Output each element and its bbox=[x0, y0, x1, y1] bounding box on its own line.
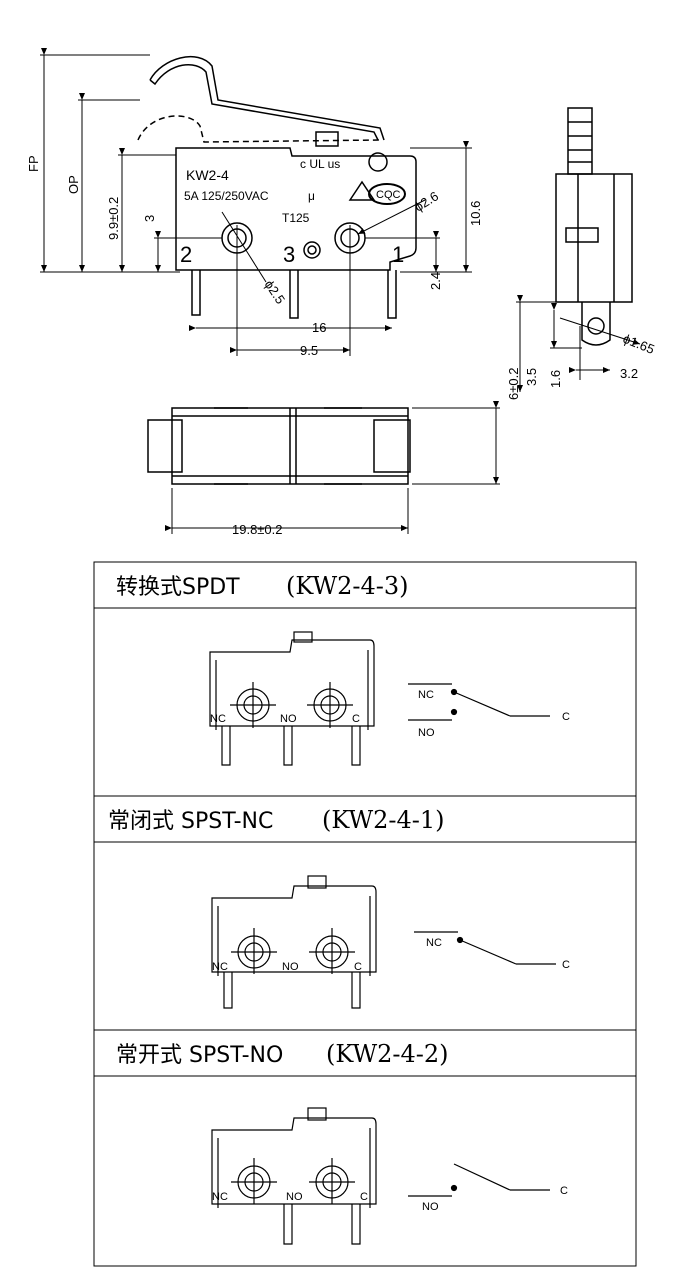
section-3-schematic-no: NO bbox=[422, 1201, 439, 1213]
dim-3: 3 bbox=[142, 215, 157, 222]
section-1-schematic-nc: NC bbox=[418, 689, 434, 701]
section-2-schematic-nc: NC bbox=[426, 937, 442, 949]
section-2-schematic bbox=[414, 931, 556, 965]
section-2-c-label: C bbox=[354, 961, 362, 973]
dim-side-6: 6±0.2 bbox=[506, 368, 521, 400]
dim-9-9: 9.9±0.2 bbox=[106, 197, 121, 240]
lever bbox=[149, 56, 385, 141]
warning-triangle-icon bbox=[348, 180, 376, 201]
dim-19-8: 19.8±0.2 bbox=[232, 522, 283, 537]
section-3-no-label: NO bbox=[286, 1191, 303, 1203]
model-label: KW2-4 bbox=[186, 167, 229, 183]
wiring-table bbox=[93, 561, 637, 1267]
lever-operated bbox=[137, 115, 381, 143]
dim-op: OP bbox=[66, 175, 81, 194]
section-3-schematic bbox=[408, 1163, 550, 1197]
section-2-nc-label: NC bbox=[212, 961, 228, 973]
section-2-switch bbox=[211, 875, 377, 1009]
section-3-c-label: C bbox=[360, 1191, 368, 1203]
bottom-view bbox=[147, 407, 411, 485]
section-1-title-pn: (KW2-4-3) bbox=[286, 572, 409, 600]
terminal-3-label: 3 bbox=[283, 242, 295, 267]
svg-text:CQC: CQC bbox=[376, 189, 401, 201]
section-2-no-label: NO bbox=[282, 961, 299, 973]
side-view bbox=[555, 107, 633, 346]
switch-body bbox=[175, 147, 417, 271]
dim-9-5: 9.5 bbox=[300, 343, 318, 358]
section-3-schematic-c: C bbox=[560, 1185, 568, 1197]
plug-icon bbox=[368, 152, 388, 172]
section-3-title-cn: 常开式 SPST-NO bbox=[116, 1043, 283, 1068]
section-2-title-pn: (KW2-4-1) bbox=[322, 806, 445, 834]
section-1-schematic-no: NO bbox=[418, 727, 435, 739]
temp-label: T125 bbox=[282, 211, 310, 225]
section-1-schematic bbox=[408, 683, 550, 721]
dim-side-d1-65: ϕ1.65 bbox=[621, 331, 657, 357]
plunger bbox=[315, 131, 339, 147]
ul-mark: c UL us bbox=[300, 157, 340, 171]
section-3-title-pn: (KW2-4-2) bbox=[326, 1040, 449, 1068]
dim-side-3-5: 3.5 bbox=[524, 368, 539, 386]
dim-2-4: 2.4 bbox=[428, 272, 443, 290]
section-2-title-cn: 常闭式 SPST-NC bbox=[108, 809, 273, 834]
section-1-nc-label: NC bbox=[210, 713, 226, 725]
cqc-logo: CQC bbox=[368, 183, 406, 205]
dim-side-3-2: 3.2 bbox=[620, 366, 638, 381]
dim-16: 16 bbox=[312, 320, 326, 335]
pin-1 bbox=[387, 270, 397, 319]
section-3-switch bbox=[211, 1107, 377, 1245]
rating-label: 5A 125/250VAC bbox=[184, 189, 269, 203]
section-2-schematic-c: C bbox=[562, 959, 570, 971]
terminal-1-label: 1 bbox=[392, 242, 404, 267]
pin-2 bbox=[191, 270, 201, 316]
section-1-schematic-c: C bbox=[562, 711, 570, 723]
dim-side-1-6: 1.6 bbox=[548, 370, 563, 388]
rating-mark: μ bbox=[308, 189, 315, 203]
section-1-switch bbox=[209, 631, 375, 766]
section-1-no-label: NO bbox=[280, 713, 297, 725]
dim-fp: FP bbox=[26, 155, 41, 172]
section-3-nc-label: NC bbox=[212, 1191, 228, 1203]
terminal-2-label: 2 bbox=[180, 242, 192, 267]
section-1-c-label: C bbox=[352, 713, 360, 725]
pin-3 bbox=[289, 270, 299, 319]
section-1-title-cn: 转换式SPDT bbox=[116, 575, 240, 600]
dim-10-6: 10.6 bbox=[468, 201, 483, 226]
